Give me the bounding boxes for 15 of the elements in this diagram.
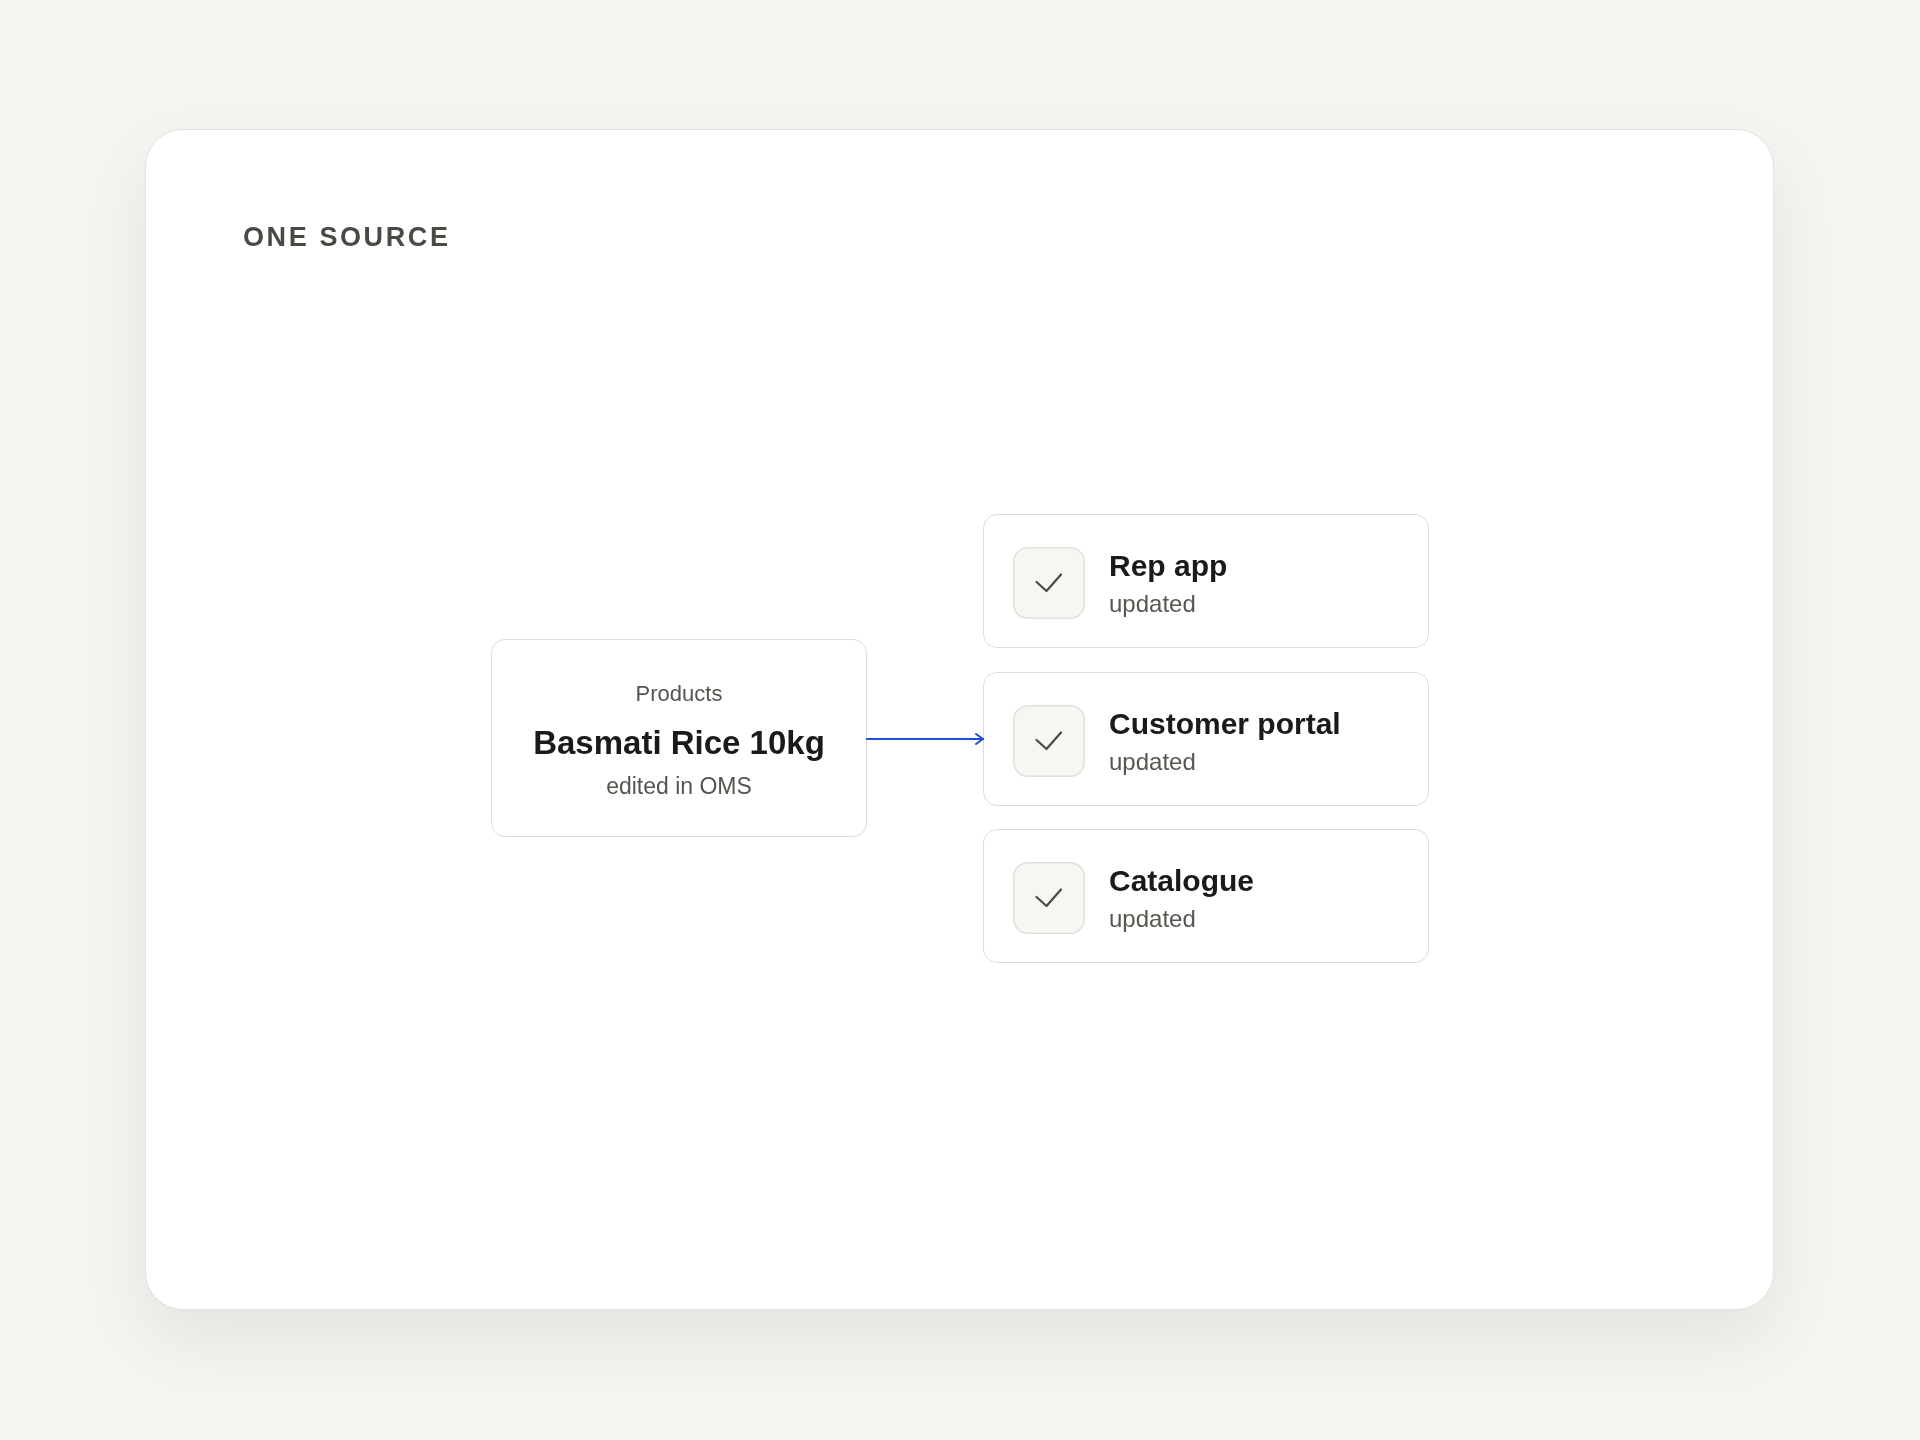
category-label: Products (635, 680, 723, 708)
system-name: Rep app (1109, 548, 1228, 584)
system-name: Customer portal (1109, 706, 1341, 742)
diagram-title: ONE SOURCE (243, 222, 451, 253)
product-name: Basmati Rice 10kg (533, 723, 825, 763)
arrow (866, 733, 984, 745)
source-card (491, 639, 867, 837)
status-text: updated (1109, 904, 1196, 934)
system-card (983, 672, 1429, 806)
system-name: Catalogue (1109, 863, 1255, 899)
edit-note: edited in OMS (606, 772, 752, 801)
status-text: updated (1109, 589, 1196, 619)
system-card (983, 829, 1429, 963)
status-text: updated (1109, 747, 1196, 777)
system-card (983, 514, 1429, 648)
